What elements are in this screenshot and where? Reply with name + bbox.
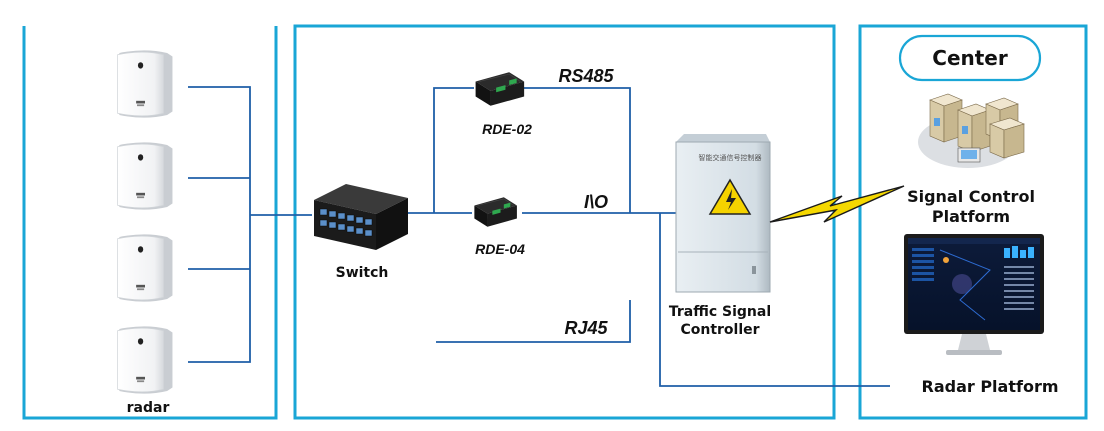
network-switch-icon: [314, 184, 408, 250]
monitor-icon: [904, 234, 1044, 355]
radar-sensor-2: [117, 141, 173, 211]
radar-sensor-4: [117, 325, 173, 395]
signal-control-platform-label-line2: Platform: [932, 207, 1010, 226]
radar-label: radar: [127, 400, 170, 416]
center-badge: Center: [898, 34, 1042, 82]
high-voltage-warning-icon: [708, 178, 752, 215]
controller-to-radar-platform-wire: [659, 213, 890, 387]
radar-sensor-1: [117, 49, 173, 119]
radar-sensor-icon: [117, 233, 173, 303]
radar-sensor-icon: [117, 141, 173, 211]
signal-control-platform-label-line1: Signal Control: [907, 187, 1035, 206]
rde-04-device: [473, 196, 518, 228]
rde-04-label: RDE-04: [475, 241, 525, 257]
radar-sensor-3: [117, 233, 173, 303]
radar-sensor-icon: [117, 49, 173, 119]
traffic-cabinet-icon: 智能交通信号控制器: [675, 134, 771, 293]
switch-label: Switch: [336, 265, 389, 281]
server-cluster-icon: [918, 93, 1025, 168]
rde-02-device: [475, 71, 525, 107]
rs485-label: RS485: [558, 66, 614, 86]
radar-platform-label: Radar Platform: [922, 377, 1059, 396]
radar-group-frame: [22, 26, 278, 420]
rj45-wire: [436, 300, 631, 343]
serial-converter-icon: [473, 196, 518, 228]
svg-text:智能交通信号控制器: 智能交通信号控制器: [699, 153, 762, 162]
network-group-frame: [293, 24, 836, 420]
radar-sensor-icon: [117, 325, 173, 395]
rde-02-label: RDE-02: [482, 121, 532, 137]
wiring: [188, 86, 890, 387]
rs485-wire: [433, 87, 631, 213]
serial-converter-icon: [475, 71, 525, 107]
controller-label-line2: Controller: [680, 322, 759, 338]
lightning-bolt-icon: [769, 185, 905, 223]
io-label: I\O: [584, 192, 608, 212]
rj45-label: RJ45: [564, 318, 608, 338]
radar-bus-wire: [188, 86, 251, 363]
center-label: Center: [932, 46, 1008, 70]
center-group-frame: [858, 24, 1088, 420]
controller-label-line1: Traffic Signal: [669, 304, 771, 320]
